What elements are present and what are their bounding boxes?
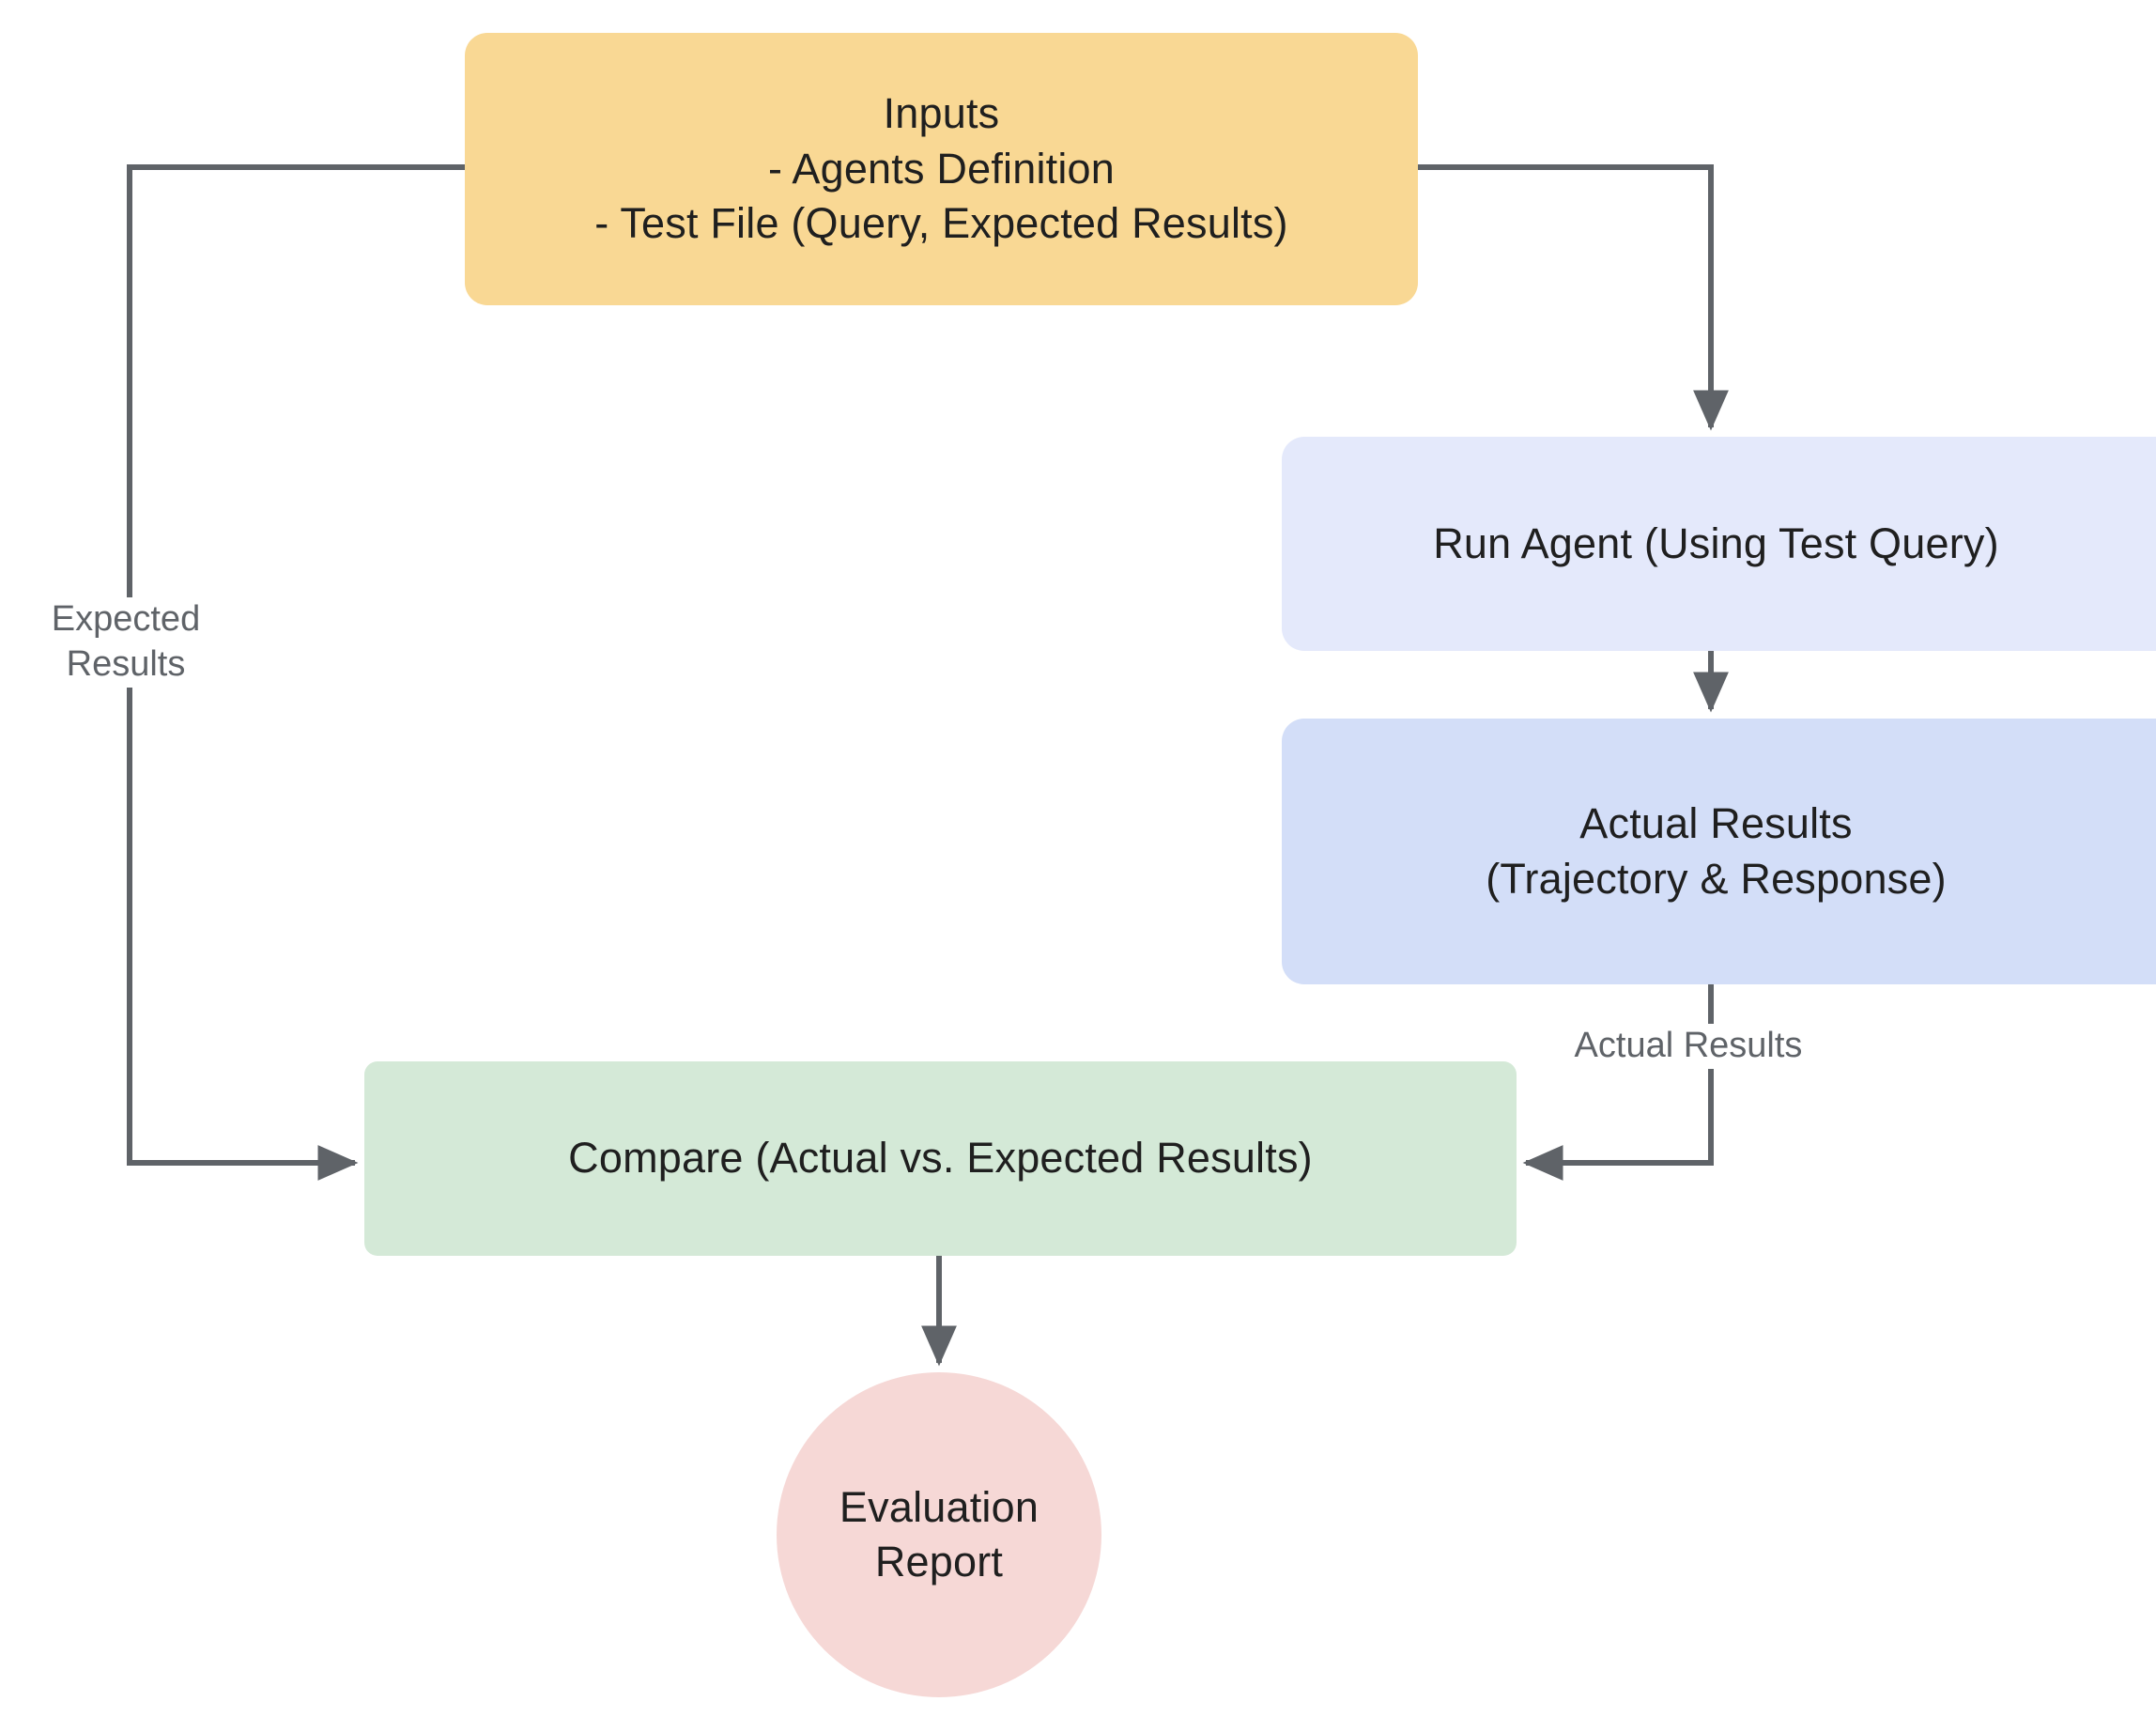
- node-run-agent[interactable]: Run Agent (Using Test Query): [1282, 437, 2156, 651]
- edge-actual-results-to-compare: [1522, 984, 1714, 1182]
- node-actual-results[interactable]: Actual Results (Trajectory & Response): [1282, 719, 2156, 984]
- edge-label-expected-results: Expected Results: [13, 597, 239, 688]
- edge-label-actual-results: Actual Results: [1552, 1024, 1825, 1069]
- node-inputs[interactable]: Inputs - Agents Definition - Test File (…: [465, 33, 1418, 305]
- edge-inputs-to-run-agent: [1418, 164, 1730, 431]
- node-evaluation-report[interactable]: Evaluation Report: [777, 1372, 1101, 1697]
- node-compare[interactable]: Compare (Actual vs. Expected Results): [364, 1061, 1517, 1256]
